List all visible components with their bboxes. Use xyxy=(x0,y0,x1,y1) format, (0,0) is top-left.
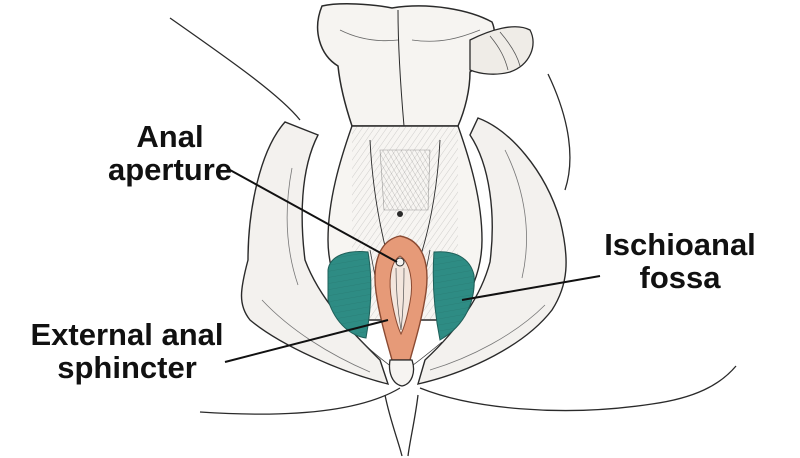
external-anal-sphincter xyxy=(374,235,428,361)
label-ischioanal-fossa-line2: fossa xyxy=(639,260,721,295)
label-ischioanal-fossa-line1: Ischioanal xyxy=(604,227,756,262)
label-external-anal-sphincter-line1: External anal xyxy=(30,317,224,352)
label-anal-aperture-line2: aperture xyxy=(107,152,233,187)
leader-line-external-anal-sphincter xyxy=(224,319,389,363)
label-external-anal-sphincter: External anal sphincter xyxy=(22,318,232,384)
leader-line-ischioanal-fossa xyxy=(461,275,601,301)
coccyx-tip xyxy=(388,359,415,387)
left-skin-flap xyxy=(240,121,390,385)
label-anal-aperture-line1: Anal xyxy=(136,119,204,154)
urogenital-structures xyxy=(316,3,534,127)
ischioanal-fossa xyxy=(327,251,475,341)
label-anal-aperture: Anal aperture xyxy=(90,120,250,186)
label-external-anal-sphincter-line2: sphincter xyxy=(57,350,197,385)
label-ischioanal-fossa: Ischioanal fossa xyxy=(600,228,760,294)
leader-line-anal-aperture xyxy=(229,169,398,263)
buttock-outline xyxy=(169,17,737,457)
right-skin-flap xyxy=(416,117,567,385)
